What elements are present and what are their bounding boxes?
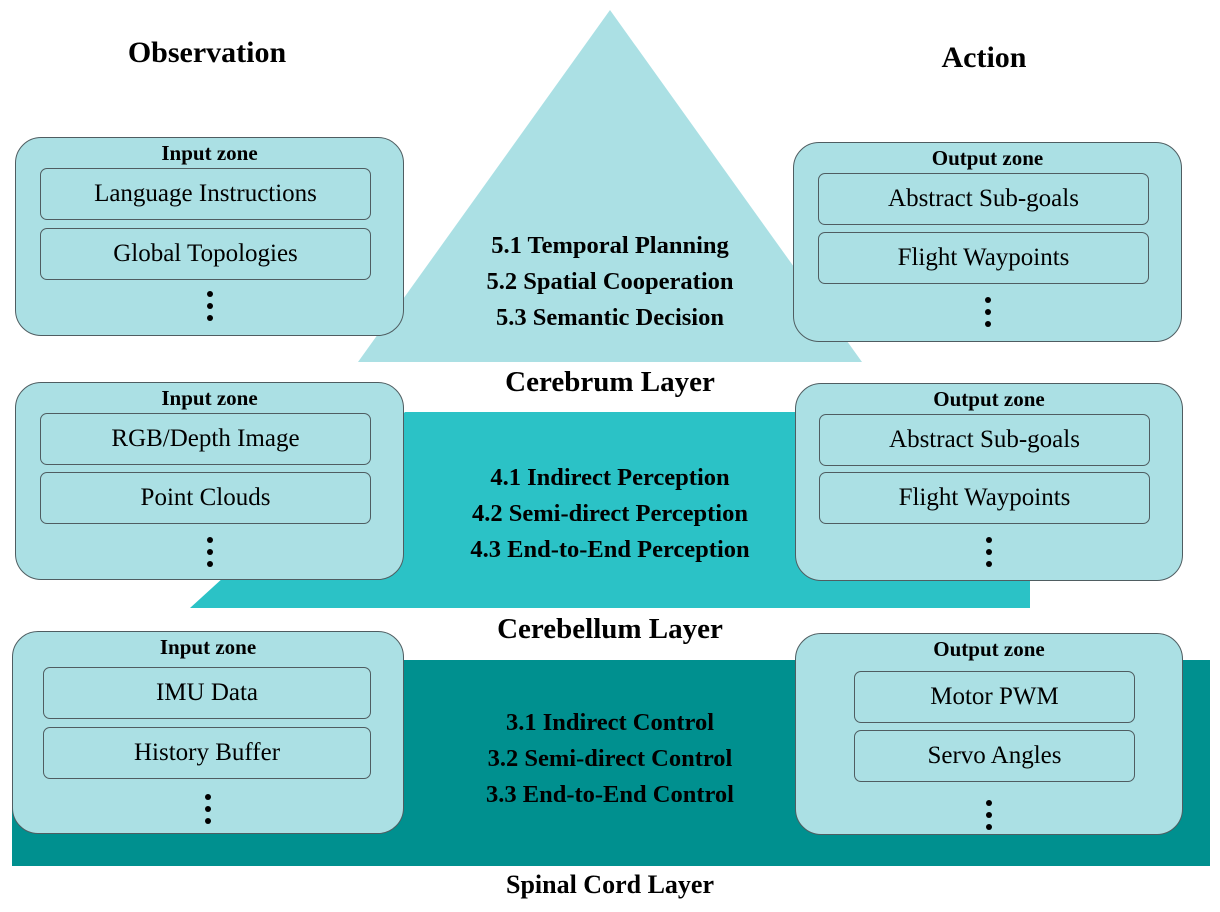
more-items-dots <box>986 800 992 830</box>
more-items-dots <box>206 537 213 567</box>
cerebellum-layer-label: Cerebellum Layer <box>497 613 723 645</box>
zone-item: Language Instructions <box>40 168 371 220</box>
cerebrum-layer-label: Cerebrum Layer <box>505 366 715 398</box>
zone-title: Output zone <box>933 387 1045 411</box>
cerebellum-layer-items: 4.1 Indirect Perception 4.2 Semi-direct … <box>410 460 810 568</box>
cerebellum-input-zone: Input zone RGB/Depth Image Point Clouds <box>15 382 404 580</box>
zone-item: Flight Waypoints <box>818 232 1149 284</box>
cerebrum-layer-shape <box>358 10 862 362</box>
cerebrum-item-1: 5.1 Temporal Planning <box>491 232 729 259</box>
more-items-dots <box>206 291 213 321</box>
spinal-cord-layer-items: 3.1 Indirect Control 3.2 Semi-direct Con… <box>410 705 810 813</box>
zone-item: Servo Angles <box>854 730 1135 782</box>
cerebellum-item-2: 4.2 Semi-direct Perception <box>471 500 748 527</box>
zone-item: IMU Data <box>43 667 371 719</box>
zone-item: Abstract Sub-goals <box>819 414 1150 466</box>
zone-title: Input zone <box>161 386 258 410</box>
cerebrum-input-zone: Input zone Language Instructions Global … <box>15 137 404 336</box>
cerebellum-output-zone: Output zone Abstract Sub-goals Flight Wa… <box>795 383 1183 581</box>
zone-item: History Buffer <box>43 727 371 779</box>
spinal-cord-input-zone: Input zone IMU Data History Buffer <box>12 631 404 834</box>
cerebrum-layer-items: 5.1 Temporal Planning 5.2 Spatial Cooper… <box>410 228 810 336</box>
zone-title: Input zone <box>159 635 257 659</box>
zone-item: Abstract Sub-goals <box>818 173 1149 225</box>
zone-item: Motor PWM <box>854 671 1135 723</box>
cerebrum-output-zone: Output zone Abstract Sub-goals Flight Wa… <box>793 142 1182 342</box>
spinal-cord-item-3: 3.3 End-to-End Control <box>485 781 734 808</box>
zone-item: Flight Waypoints <box>819 472 1150 524</box>
more-items-dots <box>205 794 211 824</box>
cerebrum-item-3: 5.3 Semantic Decision <box>496 304 724 331</box>
zone-title: Output zone <box>933 637 1045 661</box>
more-items-dots <box>984 297 991 327</box>
cerebellum-item-3: 4.3 End-to-End Perception <box>470 536 750 563</box>
zone-item: Global Topologies <box>40 228 371 280</box>
action-heading: Action <box>941 41 1027 74</box>
spinal-cord-output-zone: Output zone Motor PWM Servo Angles <box>795 633 1183 835</box>
cerebellum-item-1: 4.1 Indirect Perception <box>490 464 730 491</box>
zone-item: RGB/Depth Image <box>40 413 371 465</box>
cerebrum-item-2: 5.2 Spatial Cooperation <box>486 268 734 295</box>
zone-title: Output zone <box>931 146 1044 170</box>
zone-title: Input zone <box>161 141 258 165</box>
spinal-cord-item-2: 3.2 Semi-direct Control <box>487 745 733 772</box>
observation-heading: Observation <box>127 36 287 69</box>
more-items-dots <box>986 537 992 567</box>
spinal-cord-layer-label: Spinal Cord Layer <box>505 870 715 899</box>
spinal-cord-item-1: 3.1 Indirect Control <box>505 709 715 736</box>
zone-item: Point Clouds <box>40 472 371 524</box>
